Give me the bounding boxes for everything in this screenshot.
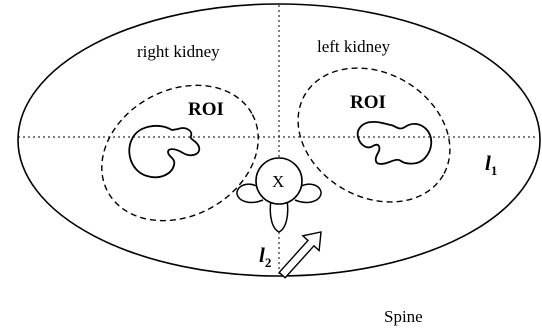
right-kidney-label: right kidney — [137, 42, 220, 61]
left-kidney-label: left kidney — [317, 37, 391, 56]
spine-center-label: X — [272, 172, 284, 191]
roi-region-left — [274, 41, 475, 228]
spine-vertebra — [237, 158, 321, 232]
vertebra-lower-process — [270, 200, 287, 232]
l2-subscript: 2 — [265, 255, 272, 270]
l1-subscript: 1 — [491, 163, 498, 178]
left-kidney-shape — [358, 122, 432, 164]
roi-label-right: ROI — [188, 99, 224, 120]
l1-label: l1 — [485, 151, 497, 178]
roi-label-left: ROI — [350, 92, 386, 113]
right-kidney-shape — [129, 126, 199, 177]
l2-label: l2 — [259, 243, 271, 270]
spine-label: Spine — [384, 307, 423, 326]
roi-region-right — [78, 59, 282, 247]
